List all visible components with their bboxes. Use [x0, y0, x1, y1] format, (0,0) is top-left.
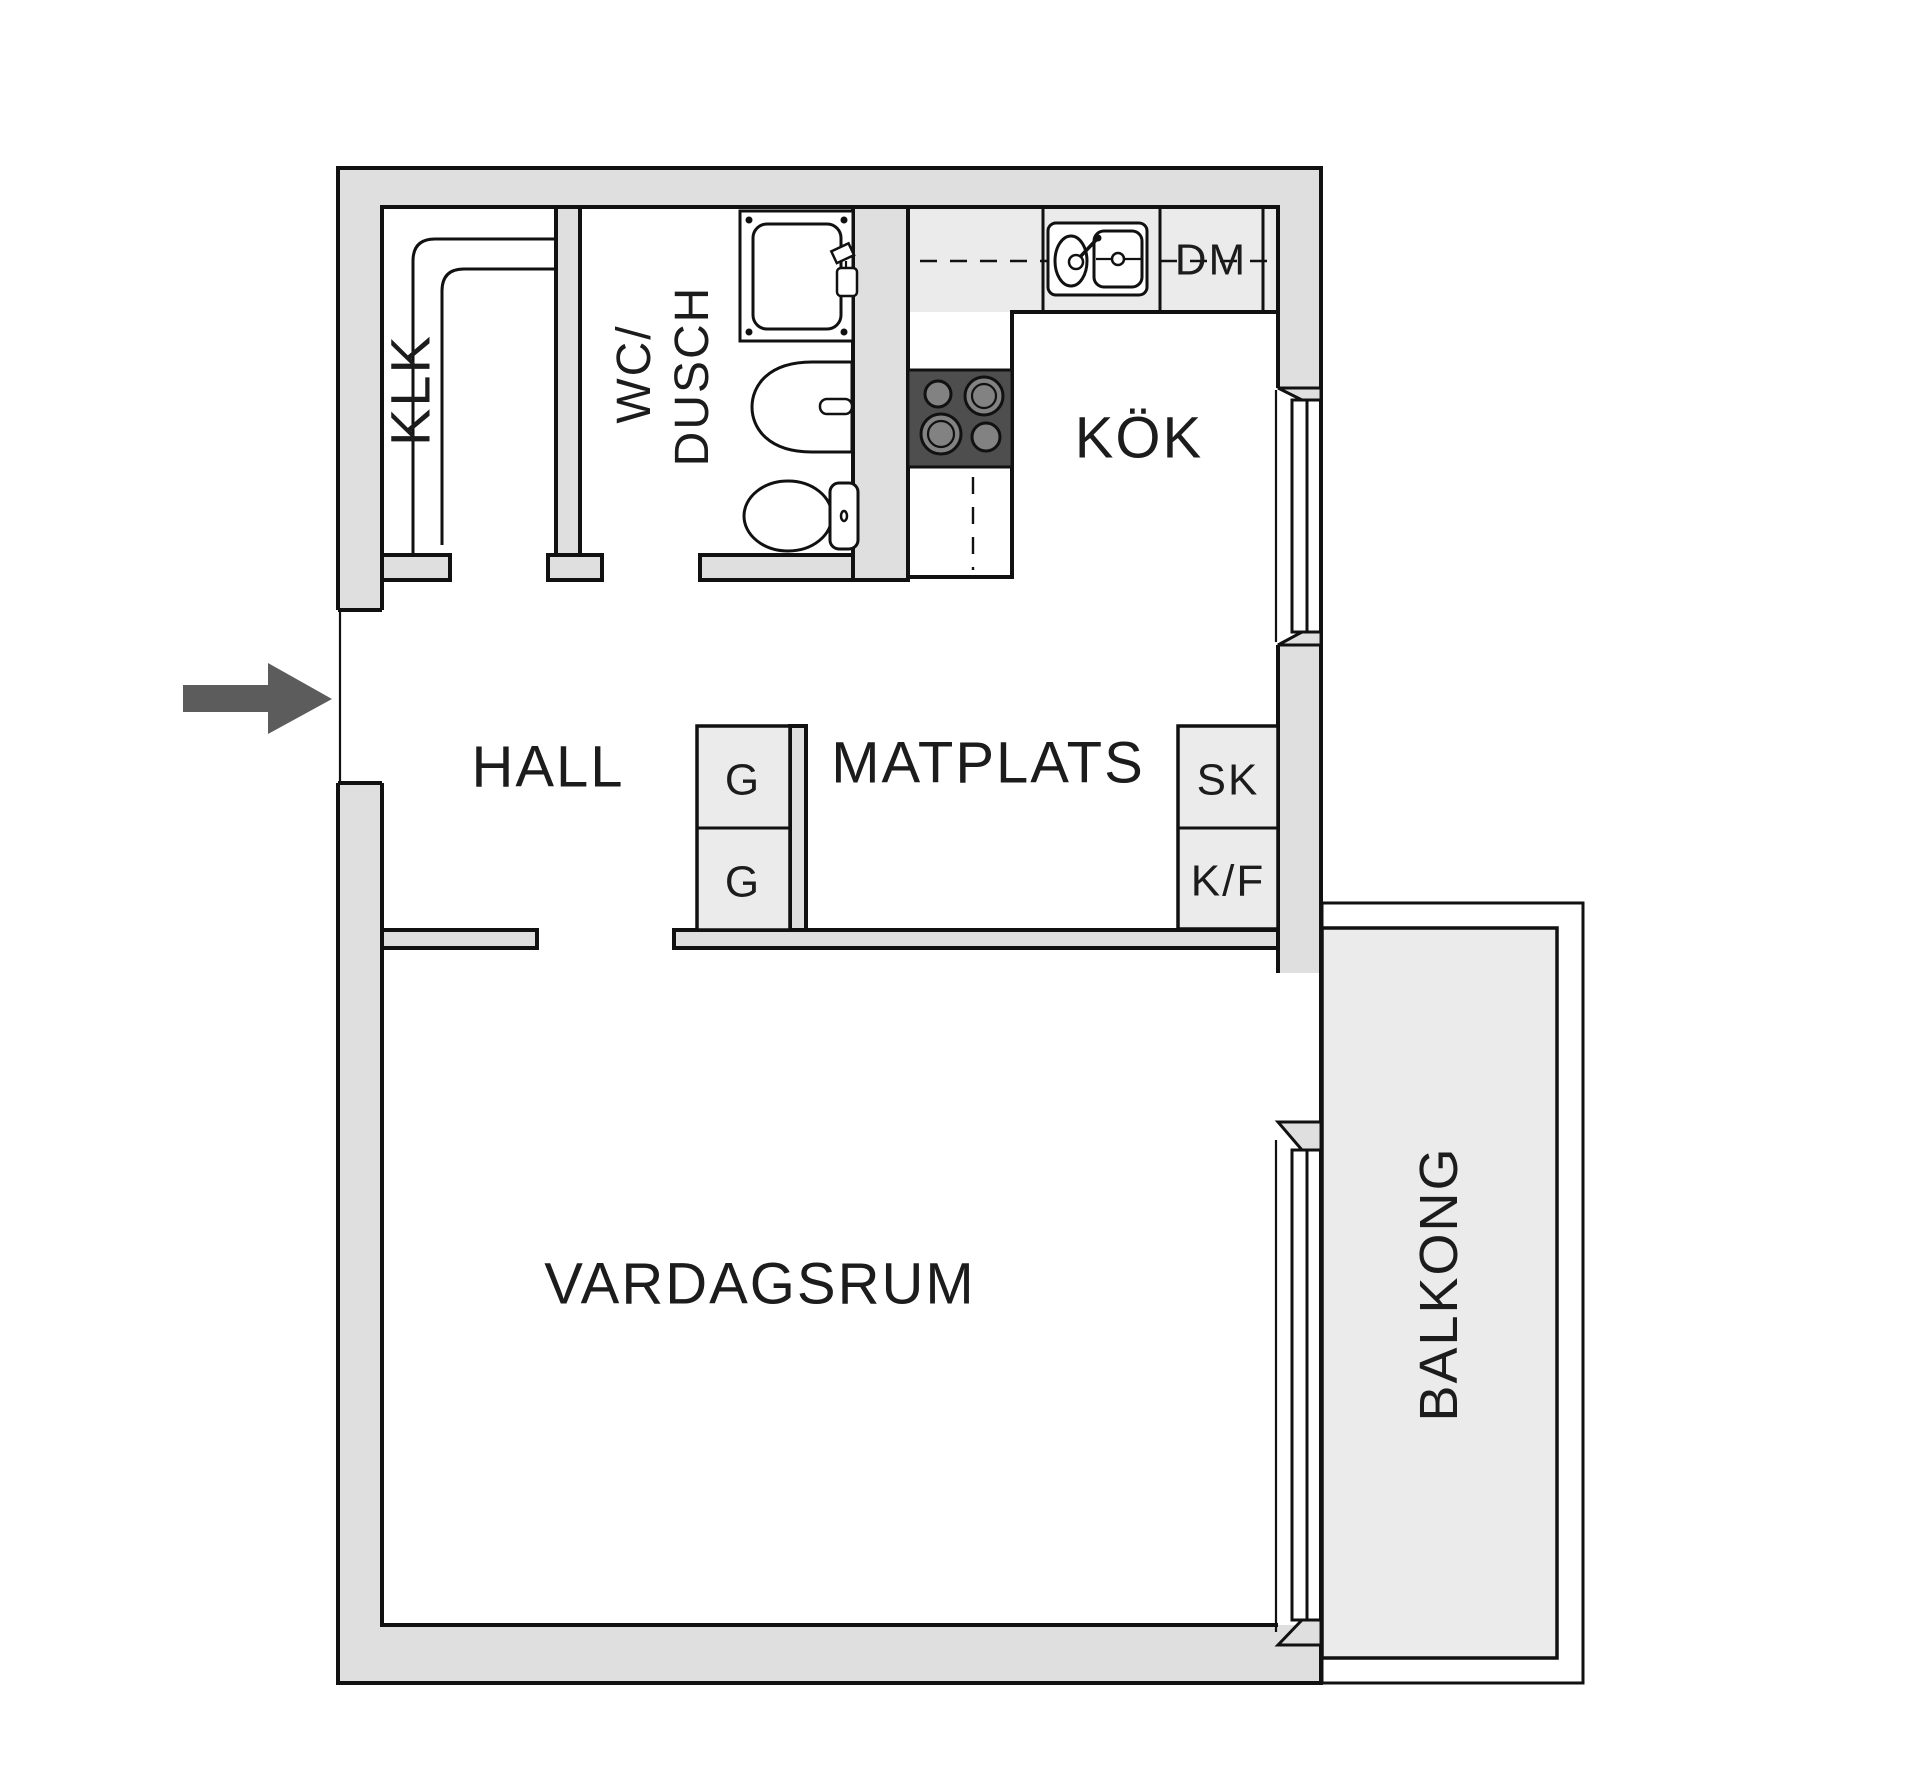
fridge-freezer-label: K/F — [1191, 856, 1265, 905]
window-jamb — [1274, 1618, 1323, 1647]
shower-corner-dot — [745, 328, 753, 336]
kitchen-window — [1274, 386, 1323, 647]
livingroom-window — [1274, 1120, 1323, 1647]
sink-faucet-base — [1067, 253, 1085, 271]
cabinets: G G SK K/F — [695, 724, 1280, 932]
toilet-button — [839, 509, 849, 523]
wardrobe-label-upper: G — [725, 755, 761, 804]
sink-faucet — [818, 397, 854, 416]
counter-divider — [1041, 207, 1265, 312]
pantry-label: SK — [1197, 755, 1260, 804]
sink-faucet-tip — [1094, 234, 1102, 242]
stove-burner — [963, 375, 1005, 417]
counter-outline — [906, 205, 1280, 579]
interior-walls — [380, 205, 1280, 950]
kitchen: DM KÖK — [906, 205, 1280, 579]
balcony-floor — [1320, 926, 1559, 1660]
sink-faucet-handle — [1078, 237, 1099, 259]
bathroom: WC/ DUSCH — [608, 209, 860, 553]
shower-corner-dot — [840, 328, 848, 336]
stove-burner — [923, 379, 953, 409]
entrance-jamb-caps — [338, 608, 382, 785]
wall-left-upper — [338, 168, 382, 610]
wall-klk-bottom — [380, 553, 452, 582]
room-label-klk: KLK — [379, 334, 442, 446]
dishwasher-label: DM — [1175, 235, 1247, 284]
klk-closet: KLK — [379, 237, 556, 555]
shower — [738, 209, 859, 343]
wall-bottom — [338, 1625, 1322, 1683]
toilet — [742, 479, 860, 553]
room-label-matplats: MATPLATS — [831, 730, 1145, 795]
wall-top — [338, 168, 1321, 207]
wall-klk-wc — [554, 205, 582, 557]
room-label-vardagsrum: VARDAGSRUM — [544, 1251, 975, 1316]
shower-inner — [751, 222, 843, 331]
wall-hall-livingroom-stub — [380, 928, 539, 950]
stove-burner — [970, 421, 1002, 453]
stove-top — [906, 368, 1014, 469]
stove — [906, 368, 1014, 469]
wall-wc-foot — [546, 553, 604, 582]
window-jamb — [1277, 386, 1323, 402]
sink-basin — [750, 360, 854, 454]
wall-wc-kitchen — [851, 205, 910, 582]
shower-corner-dot — [745, 216, 753, 224]
stove-burner — [919, 412, 963, 456]
room-label-wc-line2: DUSCH — [666, 286, 719, 467]
closet-hanging-rail — [440, 267, 556, 545]
wall-left-lower — [338, 783, 382, 1683]
bathroom-sink — [750, 360, 854, 454]
entrance-arrow-icon — [183, 663, 332, 734]
exterior-walls — [338, 168, 1322, 1683]
room-labels: HALL MATPLATS VARDAGSRUM — [471, 730, 1145, 1316]
wall-matplats-livingroom — [672, 928, 1280, 950]
shower-corner-dot — [840, 216, 848, 224]
closet-inner-line — [411, 237, 556, 555]
window-glazing — [1290, 398, 1309, 634]
window-jamb — [1274, 1120, 1323, 1152]
window-jamb — [1277, 630, 1323, 647]
wall-hall-matplats — [788, 724, 808, 932]
wall-wc-bottom — [698, 553, 858, 582]
room-label-hall: HALL — [471, 734, 624, 799]
toilet-bowl — [742, 479, 834, 553]
shower-mixer — [829, 241, 859, 298]
room-label-kok: KÖK — [1075, 405, 1204, 470]
room-label-wc-line1: WC/ — [608, 324, 661, 423]
wall-right-mid — [1278, 645, 1321, 973]
wardrobe-label-lower: G — [725, 857, 761, 906]
window-glazing — [1290, 1148, 1309, 1622]
sink-drain — [1110, 251, 1126, 267]
room-label-balkong: BALKONG — [1409, 1146, 1469, 1421]
inner-boundary-bottom-left — [380, 783, 1278, 1627]
wall-right-upper — [1278, 168, 1321, 388]
kitchen-sink — [1046, 221, 1149, 297]
balcony: BALKONG — [1320, 901, 1585, 1685]
outer-boundary — [336, 166, 1323, 1685]
